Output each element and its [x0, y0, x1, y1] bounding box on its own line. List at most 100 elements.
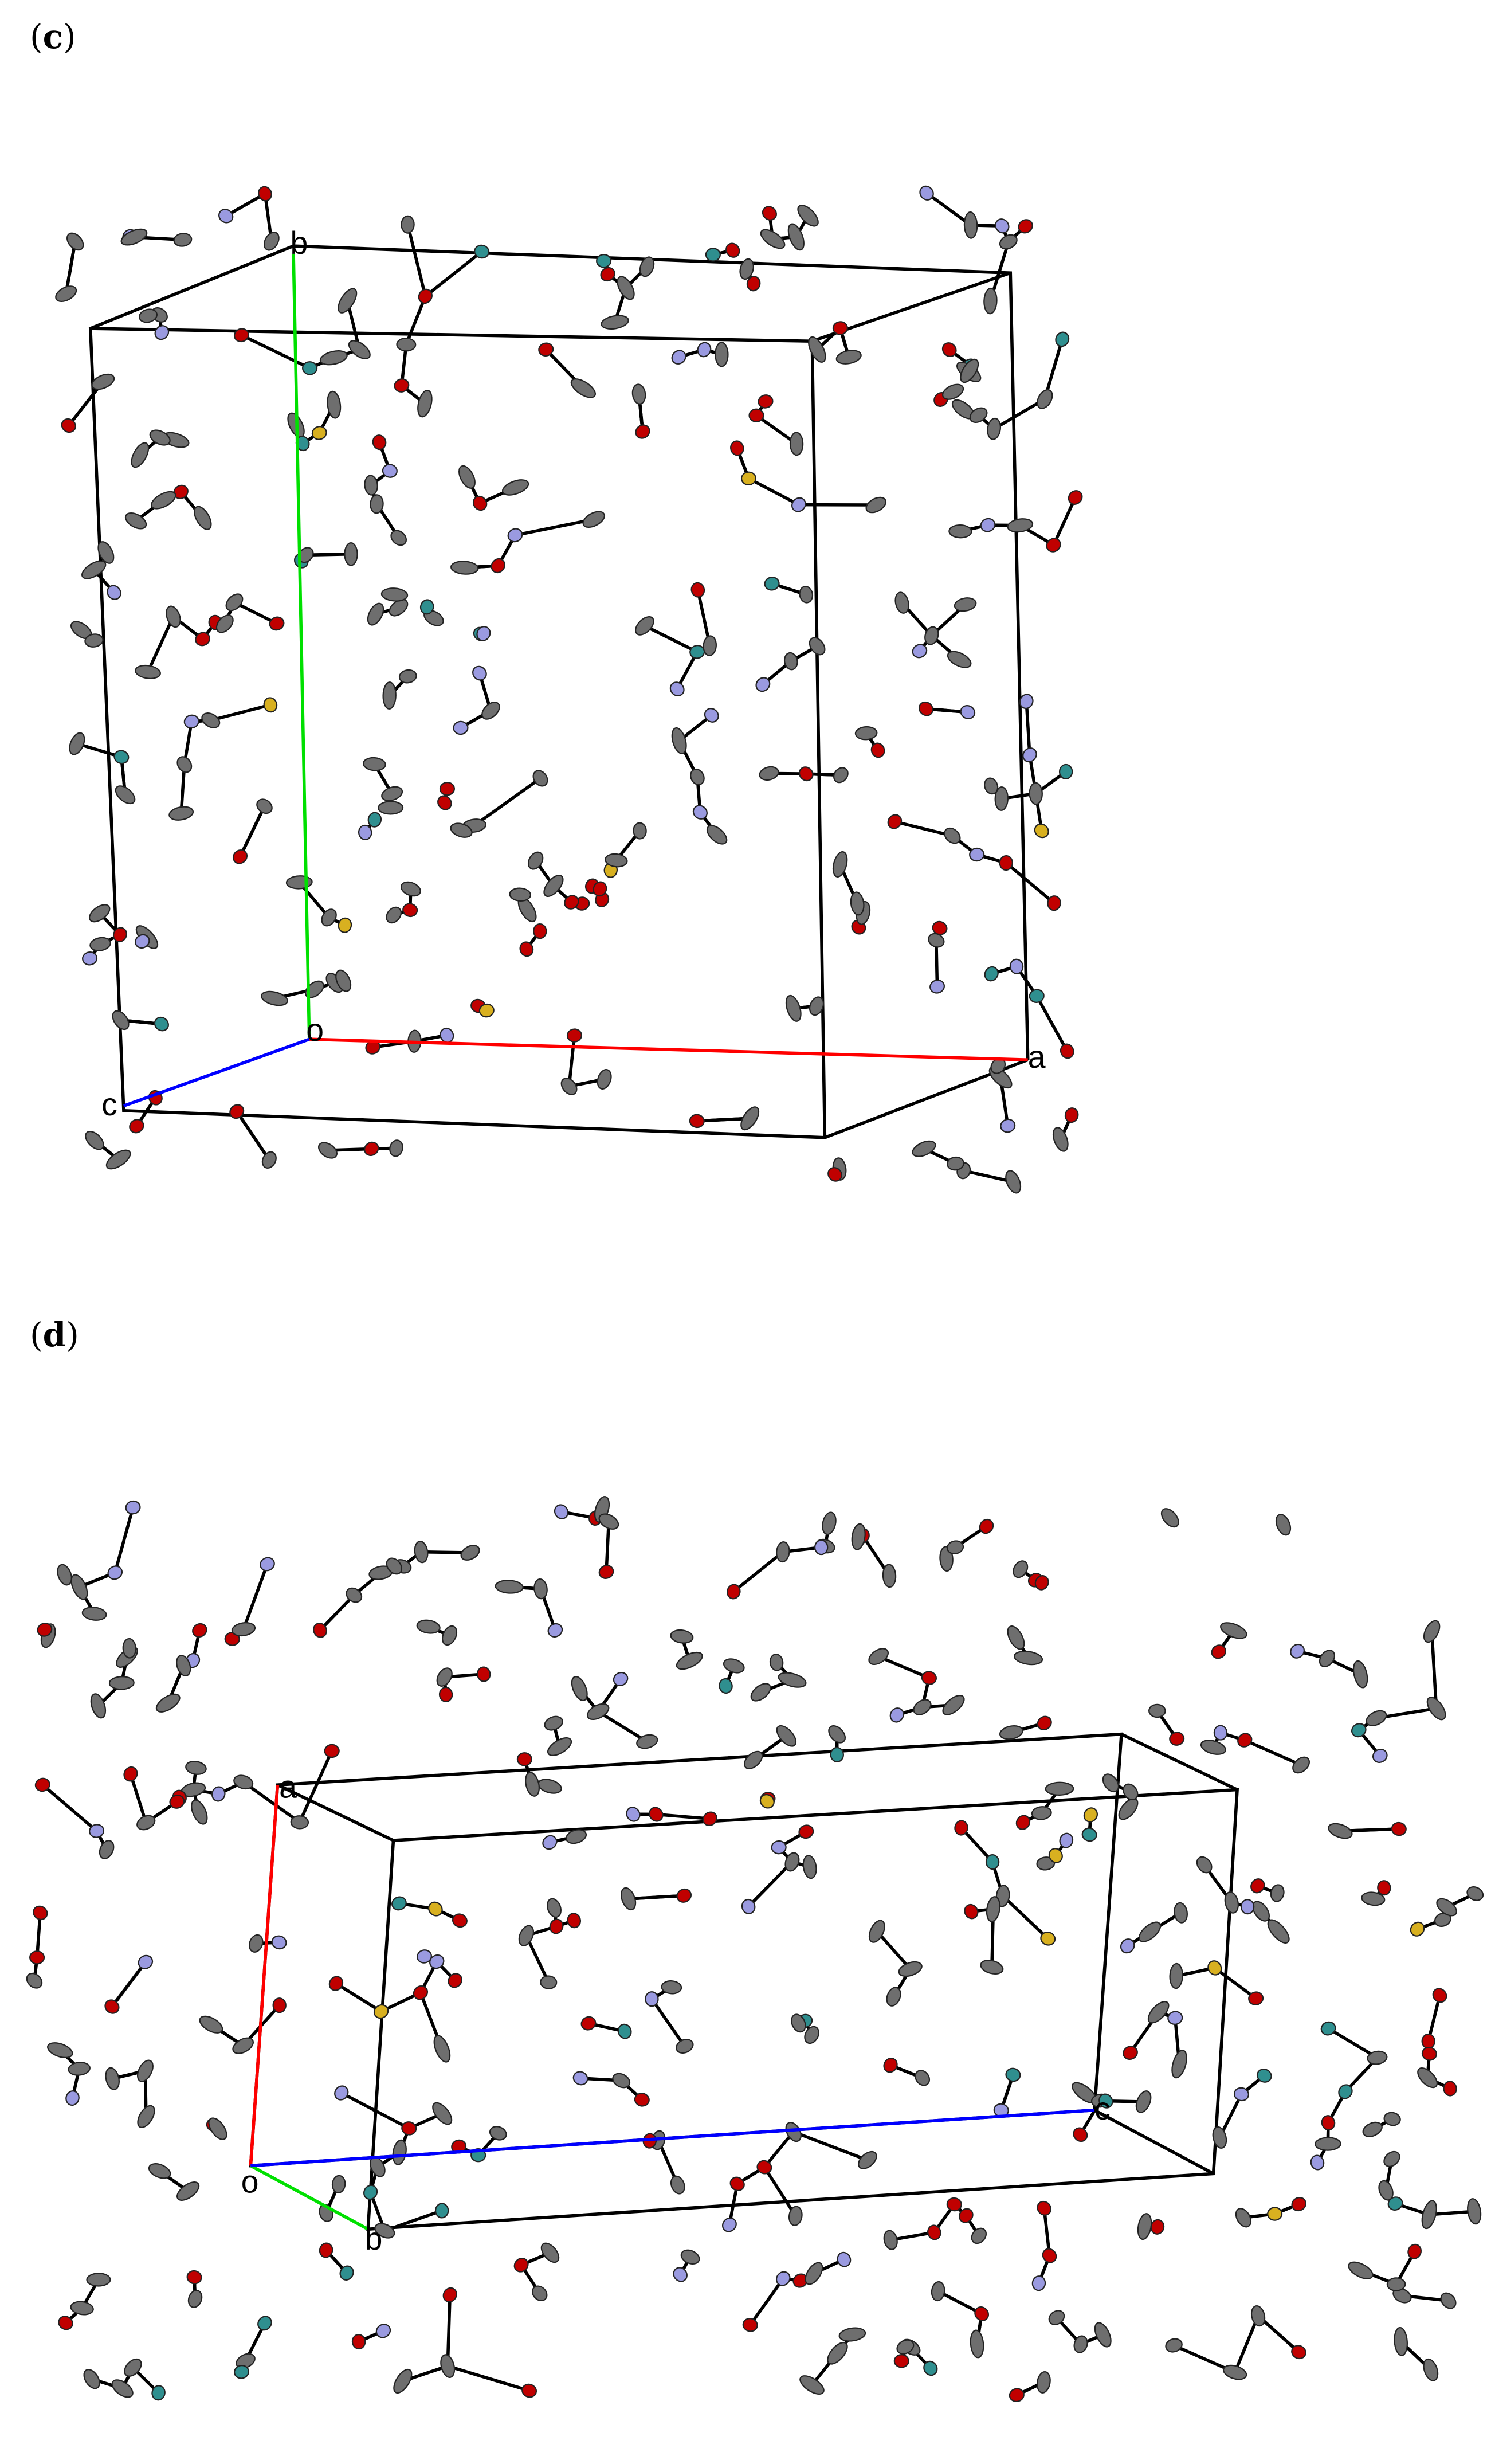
carbon-atom: [120, 228, 148, 246]
carbon-atom: [176, 756, 193, 773]
carbon-atom: [942, 383, 964, 400]
oxygen-atom: [1064, 1107, 1079, 1123]
oxygen-atom: [1037, 1715, 1052, 1731]
carbon-atom: [1440, 2292, 1457, 2309]
carbon-atom: [883, 2230, 898, 2250]
carbon-atom: [122, 1638, 136, 1659]
nitrogen-atom: [89, 1824, 105, 1838]
oxygen-atom: [756, 2160, 772, 2175]
carbon-atom: [166, 605, 181, 628]
carbon-atom: [91, 373, 115, 390]
carbon-atom: [1348, 2261, 1374, 2279]
oxygen-atom: [927, 2224, 941, 2240]
carbon-atom: [1224, 1891, 1239, 1914]
nitrogen-atom: [211, 1786, 226, 1802]
oxygen-atom: [1169, 1732, 1185, 1746]
nitrogen-atom: [669, 681, 685, 696]
central-atom: [1083, 1807, 1098, 1823]
carbon-atom: [450, 822, 473, 838]
carbon-atom: [393, 2368, 413, 2394]
carbon-atom: [634, 616, 654, 636]
carbon-atom: [105, 2067, 120, 2090]
oxygen-atom: [918, 701, 934, 716]
oxygen-atom: [61, 418, 77, 433]
carbon-atom: [1366, 1710, 1387, 1726]
carbon-atom: [833, 767, 849, 784]
carbon-atom: [788, 2206, 803, 2226]
oxygen-atom: [258, 186, 272, 202]
nitrogen-atom: [453, 720, 469, 735]
carbon-atom: [804, 2026, 819, 2044]
paren: (: [30, 17, 43, 56]
carbon-atom: [809, 637, 826, 656]
nitrogen-atom: [260, 1557, 275, 1572]
carbon-atom: [690, 768, 705, 786]
carbon-atom: [1052, 1127, 1069, 1152]
carbon-atom: [327, 390, 342, 419]
carbon-atom: [913, 1699, 932, 1715]
carbon-atom: [832, 851, 848, 878]
carbon-atom: [942, 1695, 965, 1715]
bond: [597, 1710, 648, 1743]
bond: [319, 1594, 355, 1632]
bond: [1025, 701, 1031, 755]
carbon-atom: [285, 875, 313, 890]
carbon-atom: [858, 2150, 877, 2169]
oxygen-atom: [1211, 1644, 1227, 1659]
carbon-atom: [481, 702, 500, 720]
bond: [241, 334, 311, 370]
metal-atom: [363, 2184, 378, 2200]
oxygen-atom: [1443, 2081, 1457, 2097]
carbon-atom: [661, 1980, 682, 1995]
metal-atom: [339, 2265, 354, 2281]
axes-c: b o a c: [101, 225, 1046, 1122]
carbon-atom: [346, 1587, 363, 1603]
molecules-panel-c: [55, 185, 1083, 1194]
carbon-atom: [1417, 2067, 1438, 2089]
carbon-atom: [1421, 2200, 1437, 2230]
oxygen-atom: [232, 849, 248, 864]
carbon-atom: [750, 1683, 771, 1702]
oxygen-atom: [104, 1999, 120, 2014]
oxygen-atom: [798, 1824, 814, 1839]
nitrogen-atom: [547, 1623, 563, 1638]
nitrogen-atom: [1019, 694, 1034, 710]
carbon-atom: [1031, 1806, 1052, 1820]
carbon-atom: [868, 1648, 889, 1666]
carbon-atom: [1169, 1962, 1183, 1989]
nitrogen-atom: [645, 1991, 659, 2007]
carbon-atom: [621, 1887, 637, 1911]
oxygen-atom: [123, 1766, 138, 1782]
axes-d: a o b c: [241, 1769, 1111, 2257]
oxygen-atom: [1018, 219, 1033, 234]
carbon-atom: [1200, 1740, 1226, 1755]
nitrogen-atom: [382, 464, 398, 478]
central-atom: [1267, 2207, 1283, 2221]
cell-edge: [277, 1783, 394, 1842]
carbon-atom: [1434, 1912, 1451, 1927]
oxygen-atom: [1421, 2033, 1435, 2049]
axis-a: [249, 1784, 280, 2166]
carbon-atom: [1073, 2335, 1088, 2353]
bond: [792, 2130, 868, 2162]
metal-atom: [1387, 2196, 1403, 2211]
carbon-atom: [495, 1580, 524, 1594]
oxygen-atom: [29, 1950, 45, 1965]
carbon-atom: [1005, 1170, 1022, 1194]
carbon-atom: [531, 2285, 548, 2302]
oxygen-atom: [195, 632, 211, 647]
carbon-atom: [739, 258, 754, 280]
nitrogen-atom: [771, 1840, 787, 1855]
carbon-atom: [851, 1523, 866, 1550]
oxygen-atom: [921, 1671, 937, 1685]
carbon-atom: [582, 511, 606, 528]
axis-label-a: a: [279, 1769, 297, 1804]
carbon-atom: [850, 891, 865, 916]
carbon-atom: [70, 1574, 88, 1600]
carbon-atom: [636, 1734, 658, 1749]
carbon-atom: [1135, 2090, 1152, 2113]
nitrogen-atom: [1233, 2087, 1249, 2102]
panel-label-d: (d): [30, 1315, 79, 1354]
carbon-atom: [715, 342, 729, 367]
bond: [935, 940, 939, 987]
